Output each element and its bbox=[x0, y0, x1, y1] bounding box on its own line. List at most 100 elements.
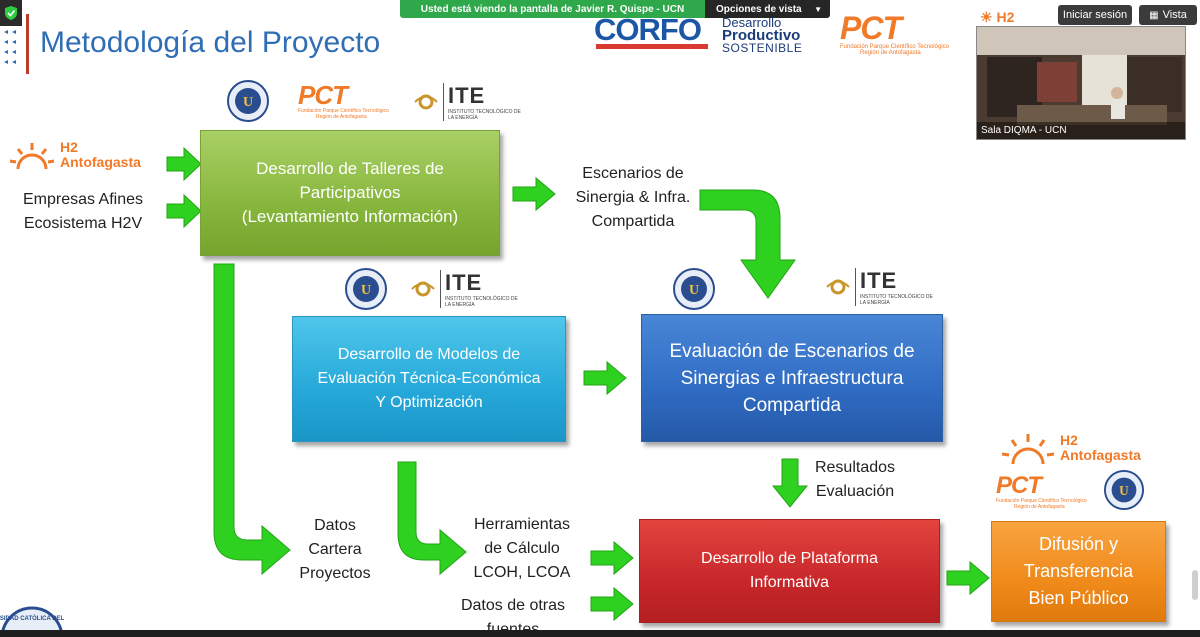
desarrollo-productivo-logo: Desarrollo Productivo SOSTENIBLE bbox=[722, 16, 802, 55]
view-options-dropdown[interactable]: Opciones de vista ▼ bbox=[705, 0, 830, 18]
grid-icon: ▦ bbox=[1149, 9, 1159, 21]
evaluacion-line2: Sinergias e Infraestructura bbox=[680, 367, 904, 389]
datos-cartera-label: Datos Cartera Proyectos bbox=[290, 514, 380, 586]
escenarios-line3: Compartida bbox=[591, 213, 675, 230]
sun-icon bbox=[1001, 434, 1055, 464]
view-button[interactable]: ▦ Vista bbox=[1139, 5, 1197, 25]
scrollbar-thumb[interactable] bbox=[1192, 570, 1198, 600]
escenarios-line2: Sinergia & Infra. bbox=[575, 189, 691, 206]
datos-cartera-line3: Proyectos bbox=[299, 565, 371, 582]
modelos-line2: Evaluación Técnica-Económica bbox=[317, 370, 541, 387]
screen-share-banner: Usted está viendo la pantalla de Javier … bbox=[400, 0, 705, 18]
security-shield-icon[interactable] bbox=[0, 0, 22, 26]
svg-text:U: U bbox=[361, 283, 371, 298]
arrow-right-icon bbox=[590, 540, 634, 576]
video-caption: Sala DIQMA - UCN bbox=[977, 122, 1185, 139]
signin-button[interactable]: Iniciar sesión bbox=[1058, 5, 1132, 25]
resultados-line1: Resultados bbox=[814, 459, 896, 476]
pct-logo-1: PCT Fundación Parque Científico Tecnológ… bbox=[298, 82, 398, 120]
resultados-label: Resultados Evaluación bbox=[805, 456, 905, 504]
arrow-down-icon bbox=[772, 458, 808, 508]
pct-logo-header: PCT Fundación Parque Científico Tecnológ… bbox=[840, 12, 958, 56]
companies-line2: Ecosistema H2V bbox=[23, 215, 143, 232]
companies-line1: Empresas Afines bbox=[22, 191, 144, 208]
h2-logo-header: ☀ H2 bbox=[980, 10, 1014, 25]
video-frame bbox=[977, 27, 1185, 139]
escenarios-line1: Escenarios de bbox=[582, 165, 684, 182]
pct-logo-2: PCT Fundación Parque Científico Tecnológ… bbox=[996, 472, 1092, 511]
sun-icon bbox=[9, 143, 55, 169]
talleres-box: Desarrollo de Talleres de Participativos… bbox=[200, 130, 500, 256]
ite-logo-text: ITE bbox=[445, 270, 483, 295]
difusion-box: Difusión y Transferencia Bien Público bbox=[991, 521, 1166, 622]
bent-arrow-right-icon bbox=[397, 461, 467, 576]
evaluacion-box: Evaluación de Escenarios de Sinergias e … bbox=[641, 314, 943, 442]
pct-logo-text: PCT bbox=[298, 80, 348, 110]
difusion-line2: Transferencia bbox=[1023, 561, 1134, 581]
ite-logo-text: ITE bbox=[860, 268, 898, 293]
arrow-right-icon bbox=[512, 176, 556, 212]
sun-icon: ☀ bbox=[980, 9, 993, 25]
herramientas-line1: Herramientas bbox=[473, 516, 571, 533]
arrow-right-icon bbox=[166, 146, 202, 182]
ite-logo-1: ITE INSTITUTO TECNOLÓGICO DE LA ENERGÍA bbox=[413, 83, 521, 121]
otras-fuentes-line2: fuentes bbox=[486, 621, 540, 630]
modelos-line3: Y Optimización bbox=[375, 394, 483, 411]
dps-line1: Desarrollo bbox=[722, 15, 782, 30]
difusion-line1: Difusión y bbox=[1038, 534, 1118, 554]
dps-line3: SOSTENIBLE bbox=[722, 41, 803, 55]
resultados-line2: Evaluación bbox=[815, 483, 895, 500]
svg-text:U: U bbox=[1119, 483, 1129, 498]
plataforma-box: Desarrollo de Plataforma Informativa bbox=[639, 519, 940, 623]
ucn-seal-icon: U bbox=[1104, 470, 1144, 510]
ite-logo-3: ITE INSTITUTO TECNOLÓGICO DE LA ENERGÍA bbox=[825, 268, 933, 306]
talleres-line2: Participativos bbox=[299, 183, 401, 202]
ite-sub1: INSTITUTO TECNOLÓGICO DE bbox=[860, 294, 933, 300]
view-options-label: Opciones de vista bbox=[716, 3, 802, 15]
evaluacion-line3: Compartida bbox=[742, 394, 842, 416]
participant-video-tile[interactable]: Sala DIQMA - UCN bbox=[976, 26, 1186, 140]
evaluacion-line1: Evaluación de Escenarios de bbox=[669, 340, 915, 362]
arrow-right-icon bbox=[583, 360, 627, 396]
ite-logo-text: ITE bbox=[448, 83, 486, 108]
corfo-logo-bar bbox=[596, 44, 708, 49]
ite-sub2: LA ENERGÍA bbox=[448, 115, 478, 121]
ite-sub1: INSTITUTO TECNOLÓGICO DE bbox=[448, 109, 521, 115]
modelos-box: Desarrollo de Modelos de Evaluación Técn… bbox=[292, 316, 566, 442]
herramientas-label: Herramientas de Cálculo LCOH, LCOA bbox=[462, 513, 582, 585]
datos-cartera-line2: Cartera bbox=[308, 541, 362, 558]
arrow-right-icon bbox=[166, 193, 202, 229]
pct-sub2: Región de Antofagasta bbox=[860, 50, 921, 56]
difusion-line3: Bien Público bbox=[1028, 588, 1129, 608]
talleres-line1: Desarrollo de Talleres de bbox=[256, 159, 444, 178]
pct-sub2: Región de Antofagasta bbox=[316, 114, 367, 120]
ite-sub2: LA ENERGÍA bbox=[860, 300, 890, 306]
page-title: Metodología del Proyecto bbox=[40, 26, 381, 59]
ite-emblem-icon bbox=[411, 281, 435, 297]
herramientas-line3: LCOH, LCOA bbox=[473, 564, 571, 581]
herramientas-line2: de Cálculo bbox=[484, 540, 560, 557]
ite-sub2: LA ENERGÍA bbox=[445, 302, 475, 308]
h2-right-line2: Antofagasta bbox=[1060, 447, 1141, 463]
svg-text:U: U bbox=[243, 95, 253, 110]
ite-emblem-icon bbox=[414, 94, 438, 110]
plataforma-line2: Informativa bbox=[749, 574, 830, 591]
svg-text:U: U bbox=[689, 283, 699, 298]
pct-sub1: Fundación Parque Científico Tecnológico bbox=[298, 108, 389, 114]
h2-antofagasta-input-logo: H2 Antofagasta bbox=[8, 140, 141, 170]
arrow-right-icon bbox=[946, 560, 990, 596]
h2-antofagasta-logo-right: H2 Antofagasta bbox=[1000, 432, 1141, 464]
dps-line2: Productivo bbox=[722, 27, 801, 44]
h2-input-line1: H2 bbox=[60, 139, 78, 155]
bent-arrow-right-icon bbox=[213, 263, 291, 576]
plataforma-line1: Desarrollo de Plataforma bbox=[701, 550, 878, 567]
pct-logo-text: PCT bbox=[996, 472, 1042, 499]
datos-cartera-line1: Datos bbox=[314, 517, 356, 534]
talleres-line3: (Levantamiento Información) bbox=[241, 207, 459, 226]
curved-arrow-down-icon bbox=[699, 189, 796, 299]
institution-logo-dots bbox=[4, 30, 16, 64]
arrow-right-icon bbox=[590, 586, 634, 622]
h2-logo-text: H2 bbox=[996, 9, 1015, 25]
svg-text:UNIVERSIDAD CATÓLICA DEL NORTE: UNIVERSIDAD CATÓLICA DEL NORTE bbox=[0, 614, 64, 622]
ucn-seal-partial-icon: UNIVERSIDAD CATÓLICA DEL NORTE bbox=[0, 606, 64, 637]
